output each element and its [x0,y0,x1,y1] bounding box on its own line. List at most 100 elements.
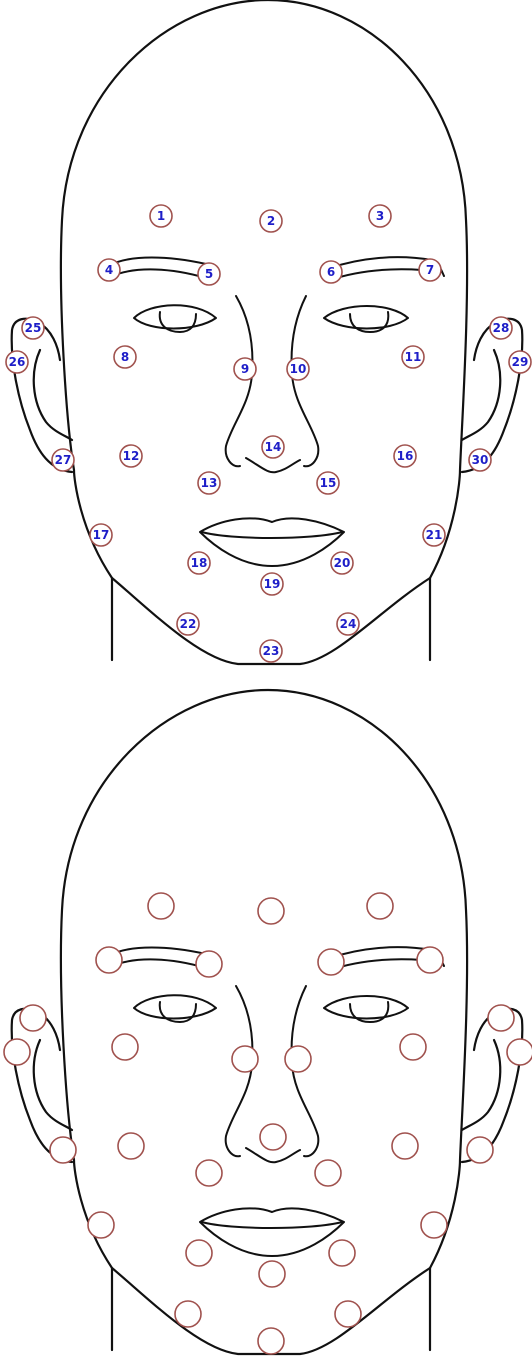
point-marker [260,1124,286,1150]
marker-number: 7 [426,263,434,277]
marker-number: 27 [55,453,72,467]
marker-ring [20,1005,46,1031]
point-marker [507,1039,532,1065]
marker-ring [196,951,222,977]
marker-ring [335,1301,361,1327]
point-marker-6: 6 [320,261,342,283]
point-marker [50,1137,76,1163]
point-marker-11: 11 [402,346,424,368]
marker-ring [329,1240,355,1266]
marker-number: 2 [267,214,275,228]
marker-ring [258,1328,284,1354]
point-marker-25: 25 [22,317,44,339]
point-marker-23: 23 [260,640,282,662]
point-marker [118,1133,144,1159]
marker-ring [148,893,174,919]
face-diagram-numbered: 1234567891011121314151617181920212223242… [6,0,531,664]
point-marker-27: 27 [52,449,74,471]
face-diagram-unlabeled [4,690,532,1354]
point-marker-7: 7 [419,259,441,281]
marker-number: 29 [512,355,529,369]
point-marker [329,1240,355,1266]
marker-number: 1 [157,209,165,223]
marker-ring [118,1133,144,1159]
point-marker-22: 22 [177,613,199,635]
point-marker [196,1160,222,1186]
marker-ring [421,1212,447,1238]
marker-number: 20 [334,556,351,570]
marker-number: 26 [9,355,26,369]
marker-number: 21 [426,528,443,542]
unlabeled-markers [4,893,532,1354]
face-outline [12,0,523,664]
point-marker [88,1212,114,1238]
marker-ring [467,1137,493,1163]
marker-ring [488,1005,514,1031]
point-marker-29: 29 [509,351,531,373]
point-marker [20,1005,46,1031]
point-marker [186,1240,212,1266]
point-marker [196,951,222,977]
point-marker [96,947,122,973]
point-marker-24: 24 [337,613,359,635]
marker-number: 3 [376,209,384,223]
point-marker [488,1005,514,1031]
point-marker-28: 28 [490,317,512,339]
marker-number: 5 [205,267,213,281]
point-marker [318,949,344,975]
point-marker [112,1034,138,1060]
point-marker-9: 9 [234,358,256,380]
marker-number: 19 [264,577,281,591]
point-marker-26: 26 [6,351,28,373]
marker-number: 30 [472,453,489,467]
marker-number: 11 [405,350,422,364]
marker-ring [96,947,122,973]
marker-number: 10 [290,362,307,376]
point-marker [232,1046,258,1072]
marker-ring [186,1240,212,1266]
point-marker [258,898,284,924]
point-marker-21: 21 [423,524,445,546]
marker-number: 23 [263,644,280,658]
marker-ring [196,1160,222,1186]
point-marker [259,1261,285,1287]
point-marker-20: 20 [331,552,353,574]
point-marker [315,1160,341,1186]
point-marker-10: 10 [287,358,309,380]
marker-number: 25 [25,321,42,335]
marker-number: 14 [265,440,282,454]
marker-number: 12 [123,449,140,463]
point-marker-16: 16 [394,445,416,467]
point-marker [367,893,393,919]
point-marker-2: 2 [260,210,282,232]
point-marker [258,1328,284,1354]
point-marker-30: 30 [469,449,491,471]
marker-number: 28 [493,321,510,335]
point-marker-12: 12 [120,445,142,467]
marker-ring [392,1133,418,1159]
marker-number: 17 [93,528,110,542]
point-marker-14: 14 [262,436,284,458]
marker-ring [285,1046,311,1072]
point-marker [467,1137,493,1163]
marker-number: 16 [397,449,414,463]
marker-ring [367,893,393,919]
marker-number: 4 [105,263,113,277]
point-marker-1: 1 [150,205,172,227]
point-marker [392,1133,418,1159]
marker-ring [50,1137,76,1163]
marker-ring [175,1301,201,1327]
marker-number: 22 [180,617,197,631]
point-marker-18: 18 [188,552,210,574]
point-marker-19: 19 [261,573,283,595]
point-marker-13: 13 [198,472,220,494]
marker-number: 6 [327,265,335,279]
point-marker-3: 3 [369,205,391,227]
marker-ring [507,1039,532,1065]
point-marker-4: 4 [98,259,120,281]
point-marker [175,1301,201,1327]
marker-ring [112,1034,138,1060]
marker-ring [315,1160,341,1186]
point-marker-17: 17 [90,524,112,546]
